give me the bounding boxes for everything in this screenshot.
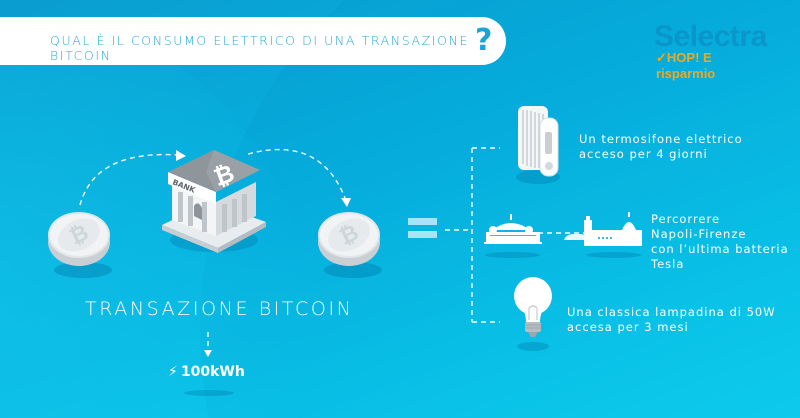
bitcoin-icon: ₿: [322, 212, 376, 258]
lightning-icon: ⚡: [168, 364, 178, 380]
transaction-label: TRANSAZIONE BITCOIN: [85, 298, 354, 320]
radiator-icon: [518, 106, 559, 177]
bitcoin-coin-sender: ₿: [48, 212, 112, 278]
logo-tagline: ✓HOP! E risparmio: [656, 50, 716, 81]
energy-value: 100kWh: [180, 364, 245, 380]
logo-name: Selectra: [654, 20, 767, 53]
page-title: QUAL È IL CONSUMO ELETTRICO DI UNA TRANS…: [50, 33, 469, 63]
energy-consumption: ⚡100kWh: [168, 364, 245, 380]
comparison-lightbulb-text: Una classica lampadina di 50W accesa per…: [567, 305, 776, 334]
bitcoin-icon: ₿: [52, 212, 106, 258]
selectra-logo: Selectra ✓HOP! E risparmio: [654, 20, 774, 82]
header-banner: QUAL È IL CONSUMO ELETTRICO DI UNA TRANS…: [0, 17, 506, 65]
bitcoin-coin-receiver: ₿: [318, 212, 382, 278]
bitcoin-bank-icon: BANK ₿: [158, 140, 270, 255]
napoli-firenze-car-icon: [484, 212, 642, 246]
comparison-radiator-text: Un termosifone elettrico acceso per 4 gi…: [579, 132, 743, 161]
question-mark-icon: ?: [475, 23, 493, 58]
arrow-coin-to-bank: [79, 153, 179, 206]
lightbulb-icon: [514, 277, 552, 337]
equals-icon: [408, 218, 437, 244]
comparison-tesla-text: Percorrere Napoli-Firenze con l’ultima b…: [651, 212, 789, 271]
